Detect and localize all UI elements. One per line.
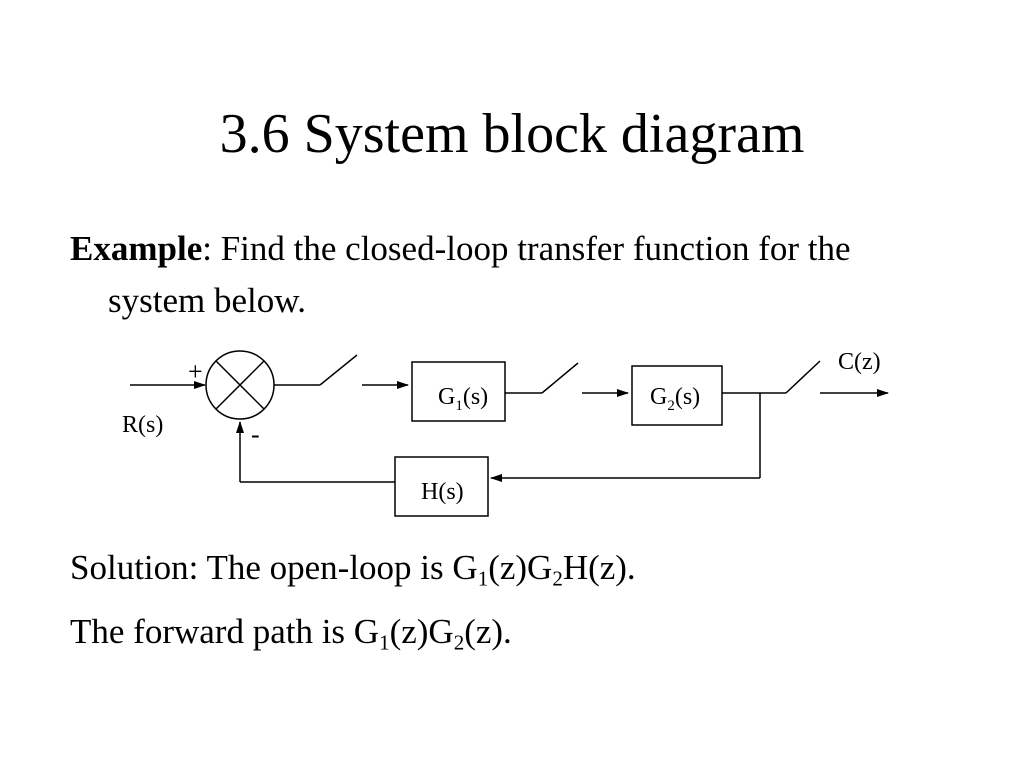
open-loop-mid: (z)G [488,548,553,587]
block-g1-base: G [438,384,455,410]
forward-prefix: The forward path is G [70,612,380,651]
plus-sign: + [188,357,203,386]
forward-suffix: (z). [464,612,512,651]
open-loop-prefix: Solution: The open-loop is G [70,548,478,587]
block-g1 [411,361,506,422]
block-g2-sub: 2 [667,398,675,414]
forward-sub2: 2 [453,630,465,655]
output-label: C(z) [838,349,881,375]
example-description: : Find the closed-loop transfer function… [108,229,851,320]
sampler-1-switch [319,354,358,386]
block-g2-base: G [650,384,667,410]
open-loop-sub2: 2 [552,566,563,591]
block-h-label: H(s) [421,479,464,505]
slide-title: 3.6 System block diagram [219,103,805,165]
example-label: Example [70,229,203,268]
sampler-2-switch [541,362,579,394]
block-g2 [631,365,723,426]
solution-forward-path: The forward path is G1(z)G2(z). [70,606,870,658]
block-g1-label: G1(s) [438,384,488,414]
forward-sub1: 1 [379,630,390,655]
block-g2-label: G2(s) [650,384,700,414]
block-g1-arg: (s) [463,384,488,410]
block-h [394,456,489,517]
forward-mid: (z)G [389,612,454,651]
solution-open-loop: Solution: The open-loop is G1(z)G2H(z). [70,542,870,594]
summing-junction-cross-b [215,360,265,410]
minus-sign: - [251,420,260,449]
input-label: R(s) [122,412,163,438]
open-loop-suffix: H(z). [562,548,636,587]
open-loop-sub1: 1 [477,566,489,591]
block-g1-sub: 1 [455,398,463,414]
sampler-3-switch [785,360,821,394]
block-g2-arg: (s) [675,384,700,410]
example-text: Example: Find the closed-loop transfer f… [70,223,908,327]
